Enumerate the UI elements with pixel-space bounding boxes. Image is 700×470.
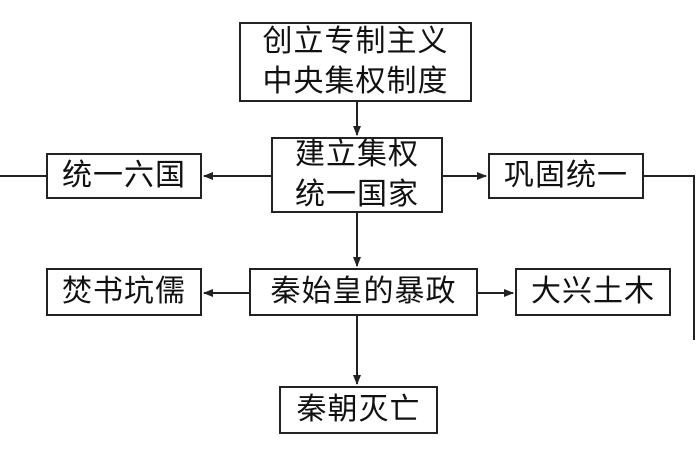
node-consolidate-unity: 巩固统一 (488, 153, 644, 199)
node-unified-state-line-1: 建立集权 (295, 137, 419, 172)
node-grand-construction: 大兴土木 (515, 268, 671, 316)
node-tyranny-label: 秦始皇的暴政 (270, 274, 457, 309)
node-qin-fall: 秦朝灭亡 (279, 386, 438, 434)
node-tyranny: 秦始皇的暴政 (249, 268, 478, 316)
node-unified-state: 建立集权 统一国家 (271, 137, 443, 213)
node-consolidate-unity-label: 巩固统一 (504, 158, 628, 193)
node-unify-six-states: 统一六国 (46, 153, 202, 199)
node-establish-autocracy: 创立专制主义 中央集权制度 (239, 22, 472, 102)
connector-right-edge (644, 175, 695, 340)
node-grand-construction-label: 大兴土木 (531, 274, 655, 309)
node-unified-state-line-2: 统一国家 (295, 177, 419, 212)
node-burn-books-label: 焚书坑儒 (62, 274, 186, 309)
node-establish-autocracy-line-1: 创立专制主义 (262, 24, 449, 59)
node-qin-fall-label: 秦朝灭亡 (296, 392, 421, 427)
node-establish-autocracy-line-2: 中央集权制度 (262, 64, 449, 99)
node-unify-six-states-label: 统一六国 (62, 158, 186, 193)
node-burn-books: 焚书坑儒 (46, 268, 202, 316)
